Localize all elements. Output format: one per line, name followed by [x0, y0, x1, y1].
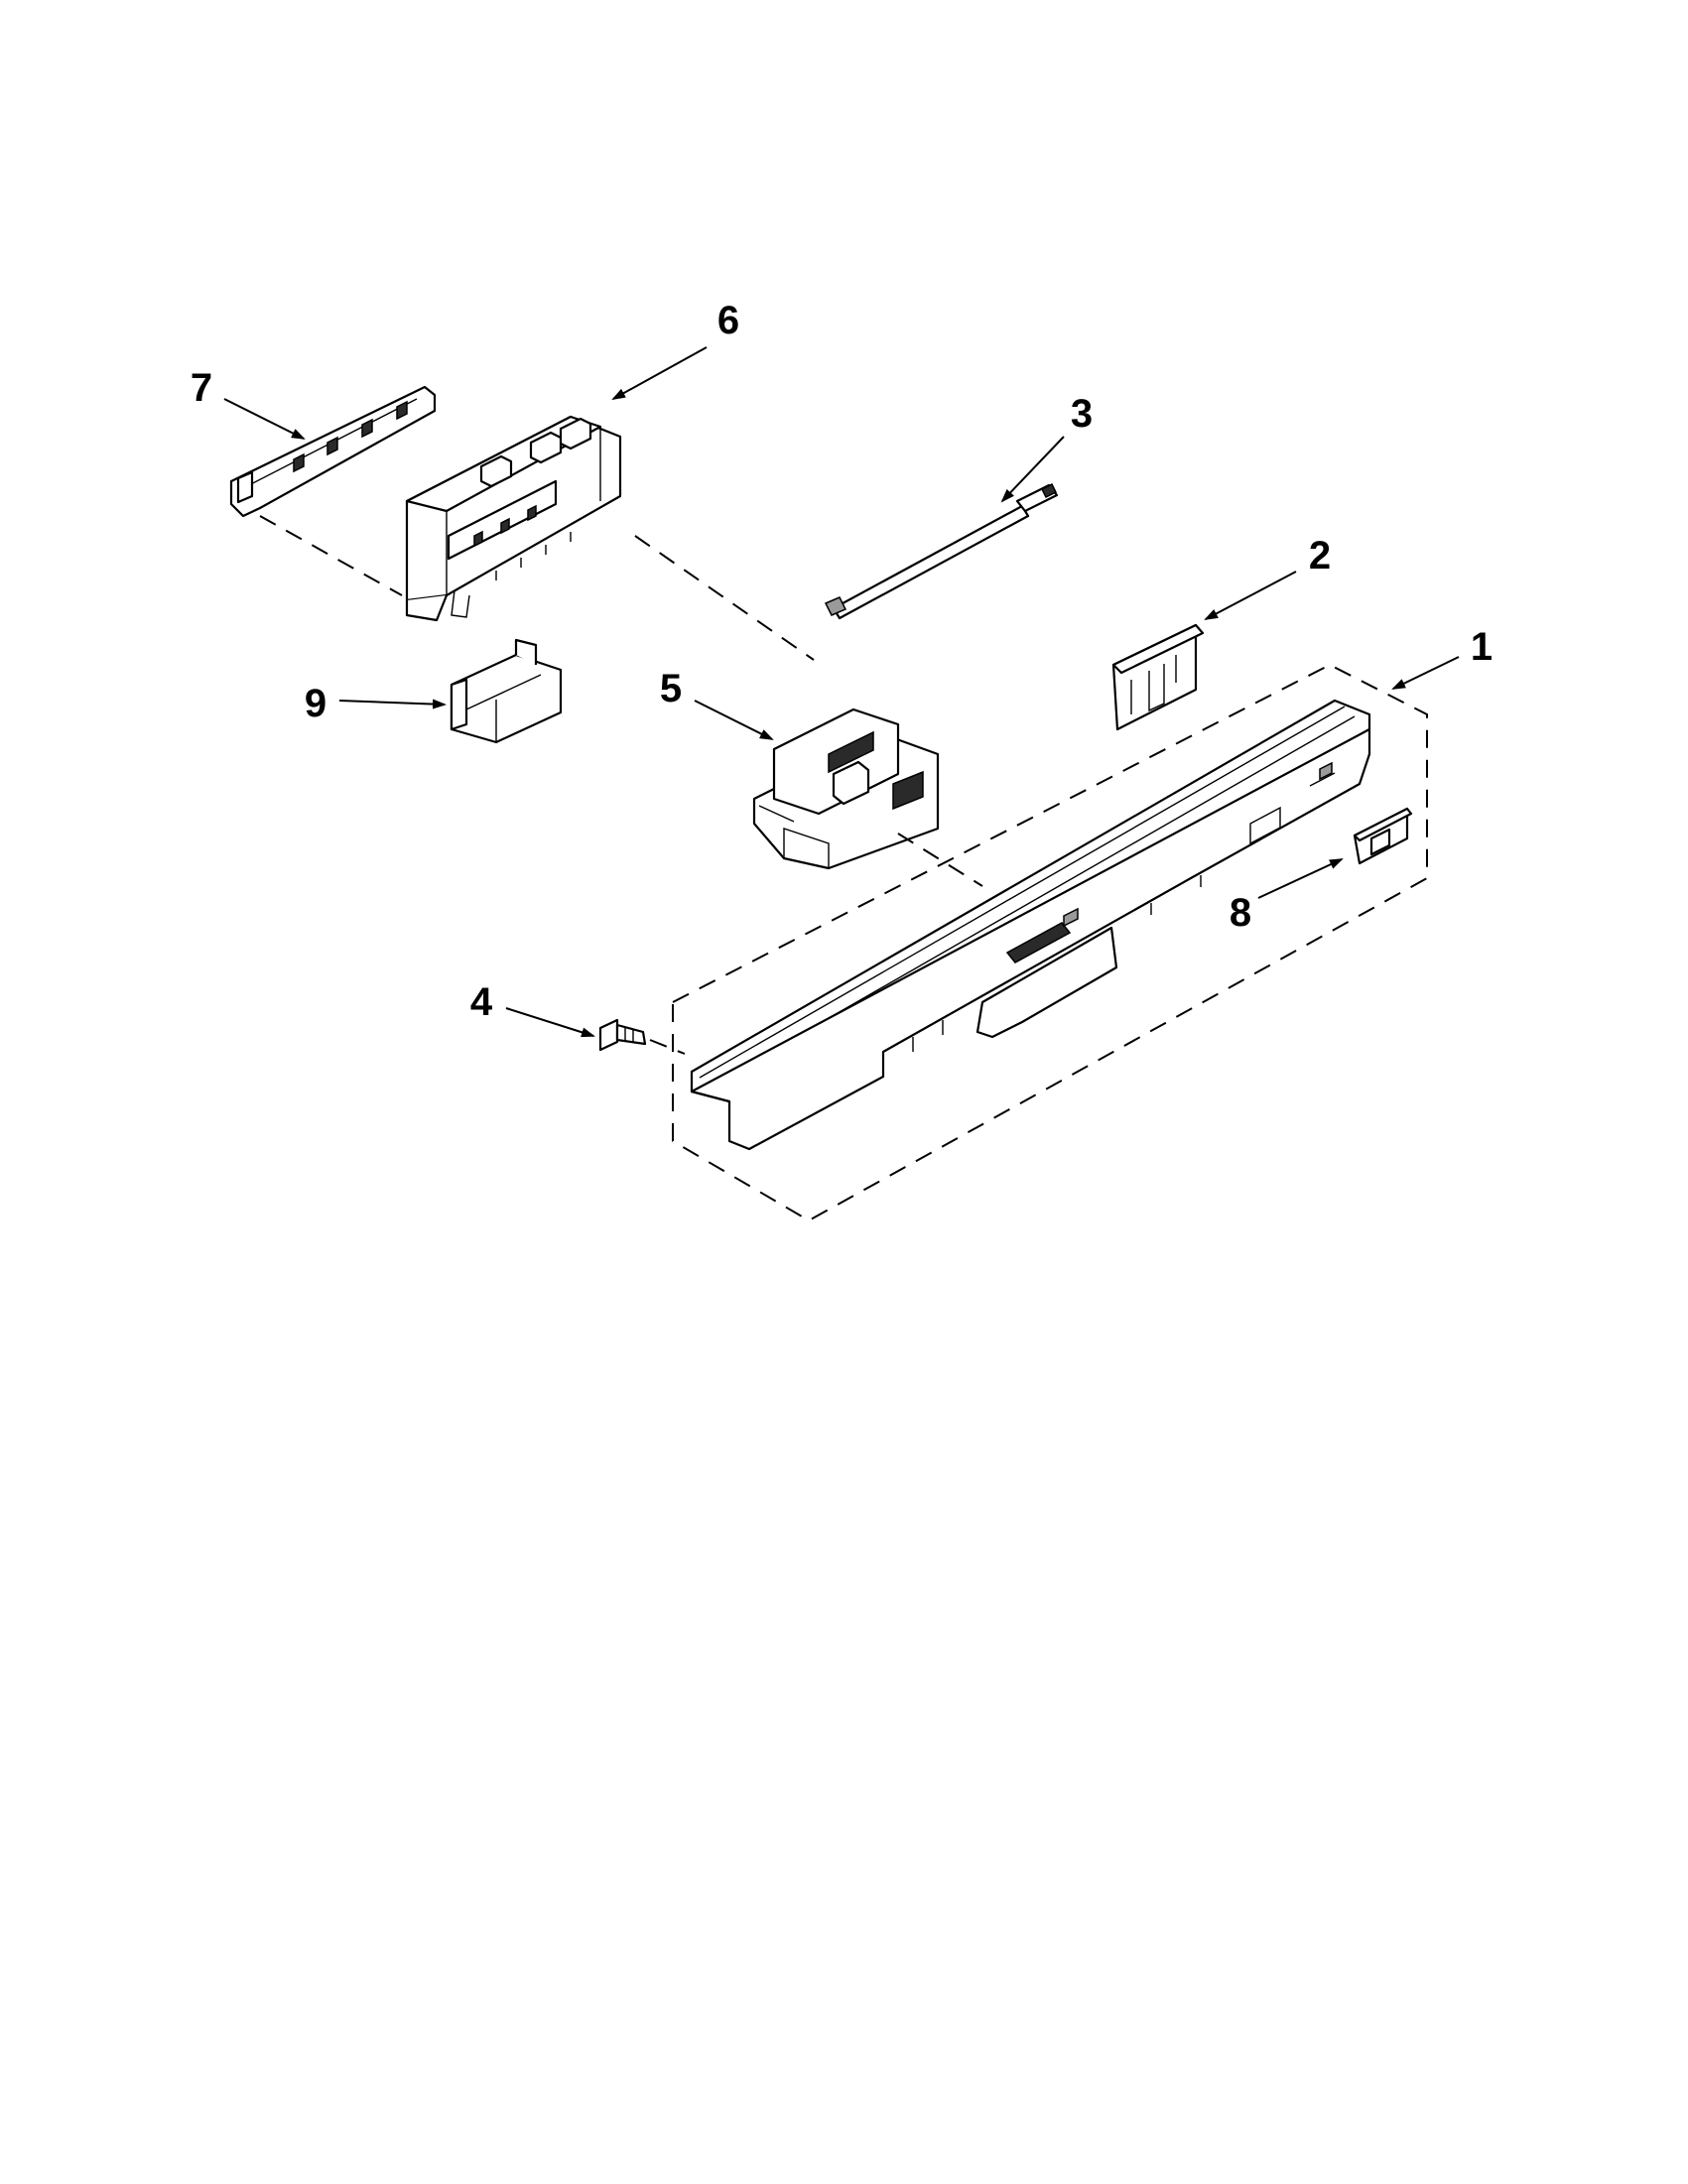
- dashed-line-7-6: [259, 515, 403, 596]
- leader-arrow-9: [338, 699, 447, 709]
- part-6-control-housing: [405, 415, 622, 622]
- callout-9: 9: [305, 682, 326, 725]
- part-7-bracket: [229, 385, 437, 518]
- part-4-screw: [598, 1018, 647, 1052]
- callout-2: 2: [1309, 534, 1331, 578]
- leader-arrow-4: [505, 1007, 595, 1038]
- callout-8: 8: [1230, 891, 1251, 935]
- part-1-console-frame: [690, 699, 1371, 1151]
- leader-arrow-6: [611, 346, 708, 400]
- leader-arrow-8: [1257, 858, 1344, 899]
- callout-6: 6: [717, 299, 739, 342]
- leader-arrow-7: [223, 398, 306, 440]
- dashed-box-part-1: [672, 663, 1428, 1222]
- part-9-clip: [450, 638, 563, 744]
- leader-arrow-3: [1000, 436, 1065, 503]
- part-2-plate: [1111, 623, 1205, 731]
- callout-1: 1: [1471, 625, 1493, 669]
- callout-4: 4: [470, 980, 493, 1024]
- leader-arrow-5: [694, 700, 774, 740]
- leader-arrow-2: [1204, 571, 1297, 620]
- leader-arrow-1: [1391, 656, 1460, 690]
- dashed-line-5-1: [897, 833, 983, 887]
- dashed-line-6-5: [634, 535, 815, 661]
- dashed-line-4-1: [649, 1039, 686, 1055]
- callout-labels: 1 2 3 4 5 6 7 8 9: [191, 299, 1493, 1024]
- part-8-pad: [1353, 807, 1413, 865]
- part-3-wire-harness: [824, 482, 1059, 620]
- assembly-lines: [259, 515, 1428, 1222]
- callout-7: 7: [191, 366, 212, 410]
- leader-arrows: [223, 346, 1460, 1038]
- part-5-latch: [752, 707, 940, 870]
- callout-5: 5: [660, 667, 682, 710]
- callout-3: 3: [1071, 392, 1093, 436]
